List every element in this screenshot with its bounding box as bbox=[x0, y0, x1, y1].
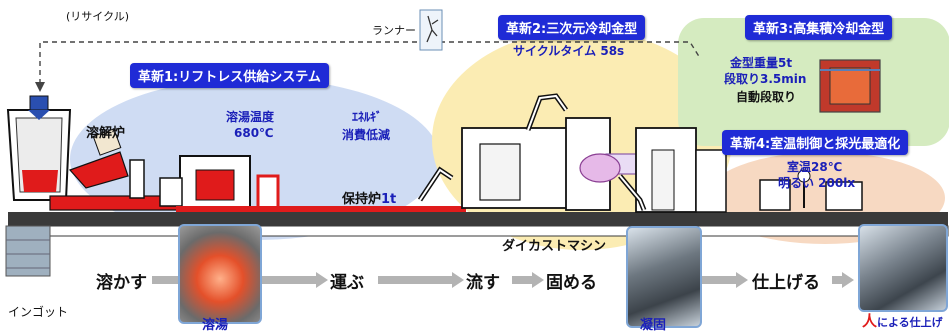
innovation-3-badge: 革新3:高集積冷却金型 bbox=[745, 15, 893, 40]
innovation-1-badge: 革新1:リフトレス供給システム bbox=[130, 63, 329, 88]
melt-temp-value: 680℃ bbox=[234, 126, 274, 140]
flow-arrow-6 bbox=[832, 276, 842, 284]
hand-finish-rest: による仕上げ bbox=[877, 316, 943, 329]
step-finish: 仕上げる bbox=[752, 273, 820, 293]
energy-value: 消費低減 bbox=[342, 128, 391, 142]
flow-arrow-4 bbox=[512, 276, 532, 284]
molten-metal-photo bbox=[178, 224, 262, 324]
brightness: 明るい 200lx bbox=[778, 176, 856, 190]
flow-arrowhead-4 bbox=[532, 272, 544, 288]
molten-metal-label: 溶湯 bbox=[202, 318, 229, 333]
step-carry: 運ぶ bbox=[330, 273, 364, 293]
step-melt: 溶かす bbox=[96, 273, 147, 293]
flow-arrowhead-3 bbox=[452, 272, 464, 288]
die-weight: 金型重量5t bbox=[730, 56, 793, 70]
innovation-4-badge: 革新4:室温制御と採光最適化 bbox=[722, 130, 909, 155]
hand-finish-person: 人 bbox=[862, 312, 878, 330]
changeover-time: 段取り3.5min bbox=[724, 72, 807, 86]
melting-furnace-label: 溶解炉 bbox=[86, 126, 126, 141]
step-pour: 流す bbox=[466, 273, 500, 293]
recycle-label: (リサイクル) bbox=[66, 10, 130, 23]
flow-arrowhead-2 bbox=[316, 272, 328, 288]
flow-arrow-1 bbox=[152, 276, 178, 284]
auto-changeover: 自動段取り bbox=[736, 90, 797, 104]
melt-temp-label: 溶湯温度 bbox=[226, 110, 275, 124]
flow-arrow-3 bbox=[378, 276, 452, 284]
hand-finish-photo bbox=[858, 224, 948, 312]
hand-finish-label: 人による仕上げ bbox=[862, 310, 943, 331]
flow-arrow-5 bbox=[700, 276, 736, 284]
cycle-time: サイクルタイム 58s bbox=[513, 44, 625, 58]
holding-furnace-capacity: 1t bbox=[381, 192, 397, 207]
energy-label: ｴﾈﾙｷﾞ bbox=[352, 110, 383, 124]
solidification-label: 凝固 bbox=[640, 318, 667, 333]
innovation-2-badge: 革新2:三次元冷却金型 bbox=[498, 15, 646, 40]
room-temp: 室温28℃ bbox=[787, 160, 843, 174]
ingot-label: インゴット bbox=[8, 305, 69, 319]
flow-arrowhead-6 bbox=[842, 272, 854, 288]
ingot-icon bbox=[5, 225, 51, 277]
diecast-machine-label: ダイカストマシン bbox=[502, 239, 607, 254]
runner-label: ランナー bbox=[372, 24, 416, 37]
flow-arrowhead-5 bbox=[736, 272, 748, 288]
solidification-photo bbox=[626, 226, 702, 328]
flow-arrow-2 bbox=[262, 276, 316, 284]
holding-furnace-text: 保持炉 bbox=[342, 192, 382, 207]
holding-furnace-label: 保持炉1t bbox=[342, 188, 396, 207]
step-solidify: 固める bbox=[546, 273, 597, 293]
